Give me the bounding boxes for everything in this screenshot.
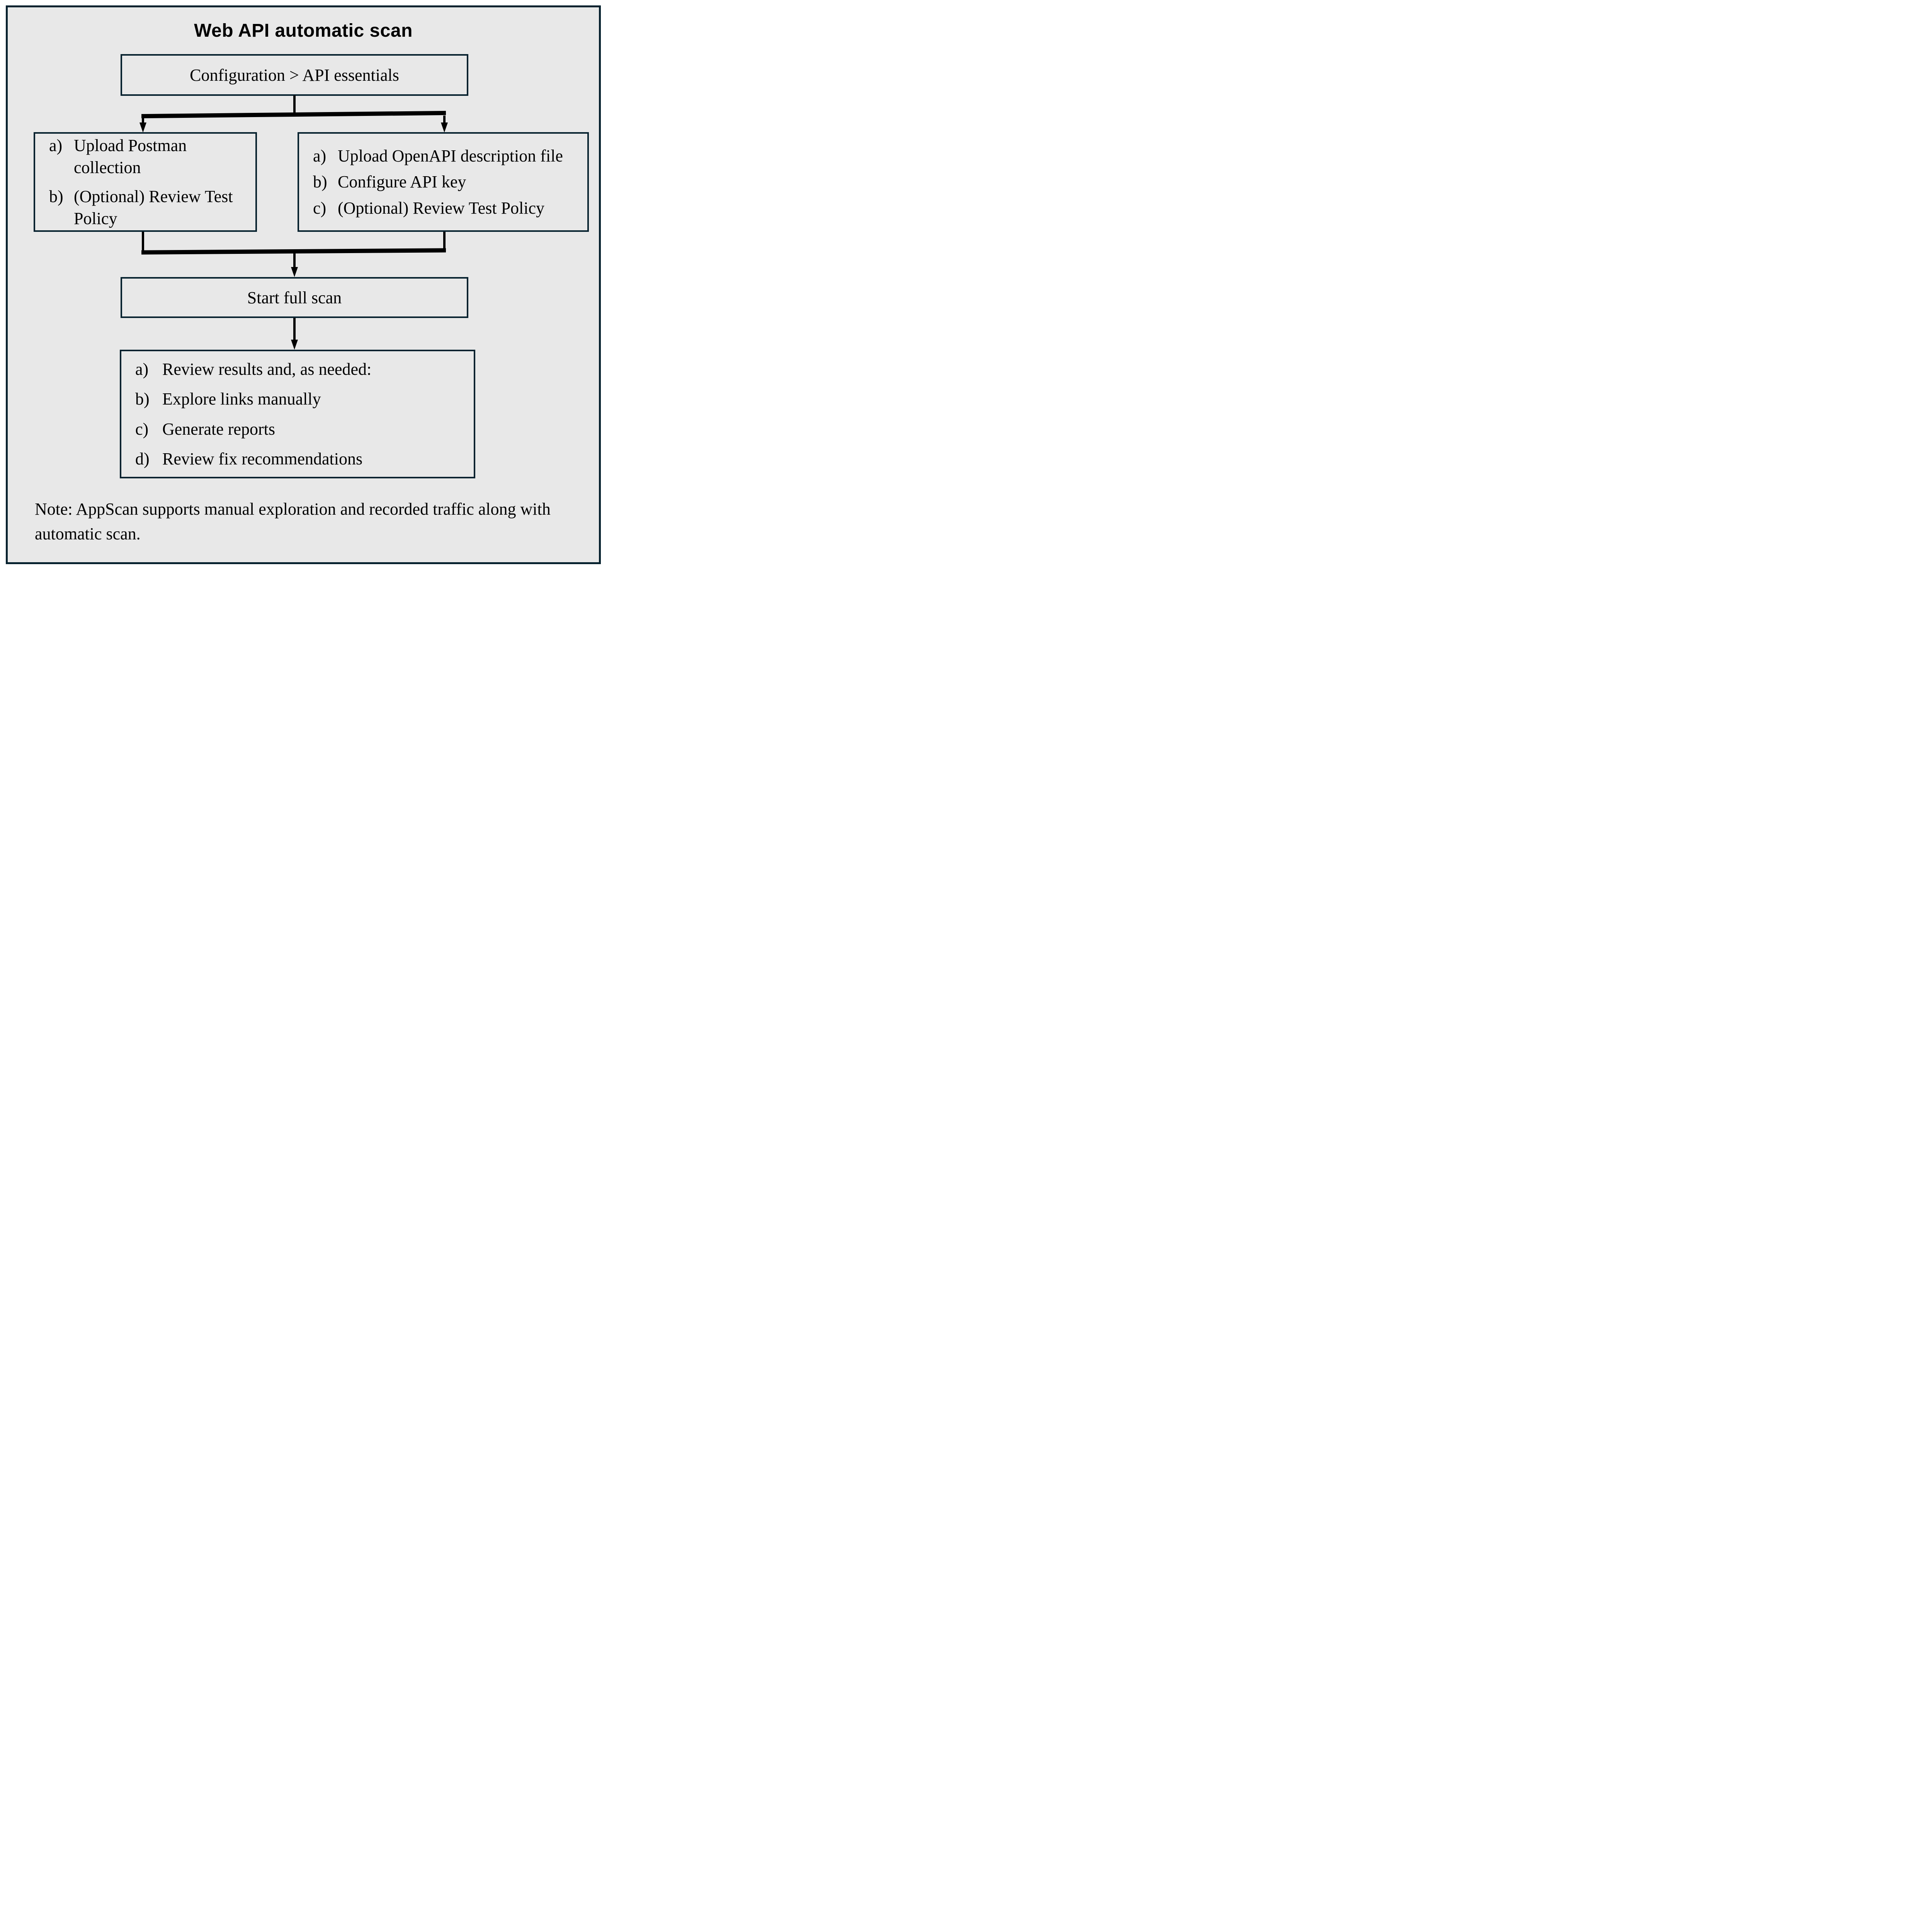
page-title: Web API automatic scan xyxy=(194,20,413,41)
list-item: a) Upload OpenAPI description file xyxy=(313,145,576,167)
list-item-text: Upload Postman collection xyxy=(74,136,187,177)
list-item-text: Generate reports xyxy=(162,419,275,439)
flowchart-page: Web API automatic scan Configuration > A… xyxy=(0,0,607,570)
flowchart-box-start-scan: Start full scan xyxy=(121,277,468,318)
list-item-text: Upload OpenAPI description file xyxy=(338,146,563,166)
connector-postman-down-line xyxy=(142,232,144,252)
arrowhead-into-openapi-box xyxy=(441,122,448,133)
scan-box-label: Start full scan xyxy=(247,288,342,307)
list-item: b) (Optional) Review Test Policy xyxy=(49,185,244,230)
list-marker: a) xyxy=(49,136,63,155)
list-item: b) Explore links manually xyxy=(135,388,462,410)
flowchart-box-config: Configuration > API essentials xyxy=(121,54,468,96)
list-item: a) Review results and, as needed: xyxy=(135,358,462,380)
connector-openapi-down-line xyxy=(443,232,446,252)
arrowhead-into-postman-box xyxy=(139,122,146,133)
list-marker: b) xyxy=(49,187,63,206)
list-marker: a) xyxy=(135,360,149,379)
connector-right-stub xyxy=(443,116,446,123)
list-item-text: (Optional) Review Test Policy xyxy=(74,187,233,228)
list-item-text: Explore links manually xyxy=(162,389,321,409)
footnote: Note: AppScan supports manual exploratio… xyxy=(35,500,551,543)
list-marker: c) xyxy=(135,419,149,439)
flowchart-box-results: a) Review results and, as needed: b) Exp… xyxy=(120,350,475,478)
list-item-text: Configure API key xyxy=(338,172,466,192)
list-item: a) Upload Postman collection xyxy=(49,134,244,179)
list-item: d) Review fix recommendations xyxy=(135,448,462,470)
list-item: c) Generate reports xyxy=(135,418,462,440)
connector-config-down-line xyxy=(293,95,296,114)
list-item: c) (Optional) Review Test Policy xyxy=(313,197,576,219)
list-marker: a) xyxy=(313,146,327,166)
flowchart-box-openapi: a) Upload OpenAPI description file b) Co… xyxy=(298,132,589,232)
connector-scan-down-line xyxy=(293,318,296,340)
results-step-list: a) Review results and, as needed: b) Exp… xyxy=(121,351,474,477)
list-item-text: Review fix recommendations xyxy=(162,449,363,468)
list-item-text: (Optional) Review Test Policy xyxy=(338,198,545,218)
list-marker: c) xyxy=(313,198,327,218)
list-item-text: Review results and, as needed: xyxy=(162,360,372,379)
flowchart-box-postman: a) Upload Postman collection b) (Optiona… xyxy=(34,132,257,232)
openapi-step-list: a) Upload OpenAPI description file b) Co… xyxy=(299,134,587,230)
arrowhead-into-results-box xyxy=(291,340,298,350)
config-box-label: Configuration > API essentials xyxy=(190,65,399,85)
connector-merge-down-line xyxy=(293,253,296,268)
connector-left-stub xyxy=(142,116,144,123)
list-item: b) Configure API key xyxy=(313,171,576,193)
list-marker: d) xyxy=(135,449,150,468)
list-marker: b) xyxy=(313,172,327,192)
arrowhead-into-scan-box xyxy=(291,267,298,277)
postman-step-list: a) Upload Postman collection b) (Optiona… xyxy=(35,134,255,230)
list-marker: b) xyxy=(135,389,150,409)
